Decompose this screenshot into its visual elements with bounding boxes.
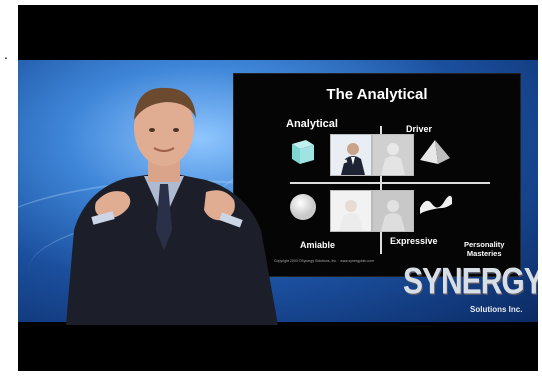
page-marker: .	[4, 46, 8, 62]
video-frame[interactable]: The Analytical Analytical Driver Amiable…	[18, 5, 538, 371]
presenter	[56, 80, 286, 330]
label-driver: Driver	[406, 124, 433, 134]
amiable-photo	[330, 190, 372, 232]
sphere-icon	[288, 192, 318, 222]
driver-photo	[372, 134, 414, 176]
cube-icon	[288, 136, 318, 166]
label-analytical: Analytical	[286, 118, 338, 130]
slide-copyright: Copyright 2003 ©Synergy Solutions, Inc. …	[274, 259, 375, 263]
label-expressive: Expressive	[390, 236, 438, 246]
expressive-photo	[372, 190, 414, 232]
quadrant-axis-horizontal	[290, 182, 490, 184]
synergy-logo: SYNERGY	[403, 261, 538, 303]
slide-title: The Analytical	[326, 86, 428, 103]
synergy-logo-subtitle: Solutions Inc.	[470, 305, 523, 314]
presentation-screen: The Analytical Analytical Driver Amiable…	[233, 73, 521, 277]
wave-icon	[418, 192, 454, 218]
analytical-photo	[330, 134, 372, 176]
pyramid-icon	[418, 138, 452, 166]
label-amiable: Amiable	[300, 240, 336, 250]
personality-masteries-tag: Personality Masteries	[464, 240, 505, 258]
